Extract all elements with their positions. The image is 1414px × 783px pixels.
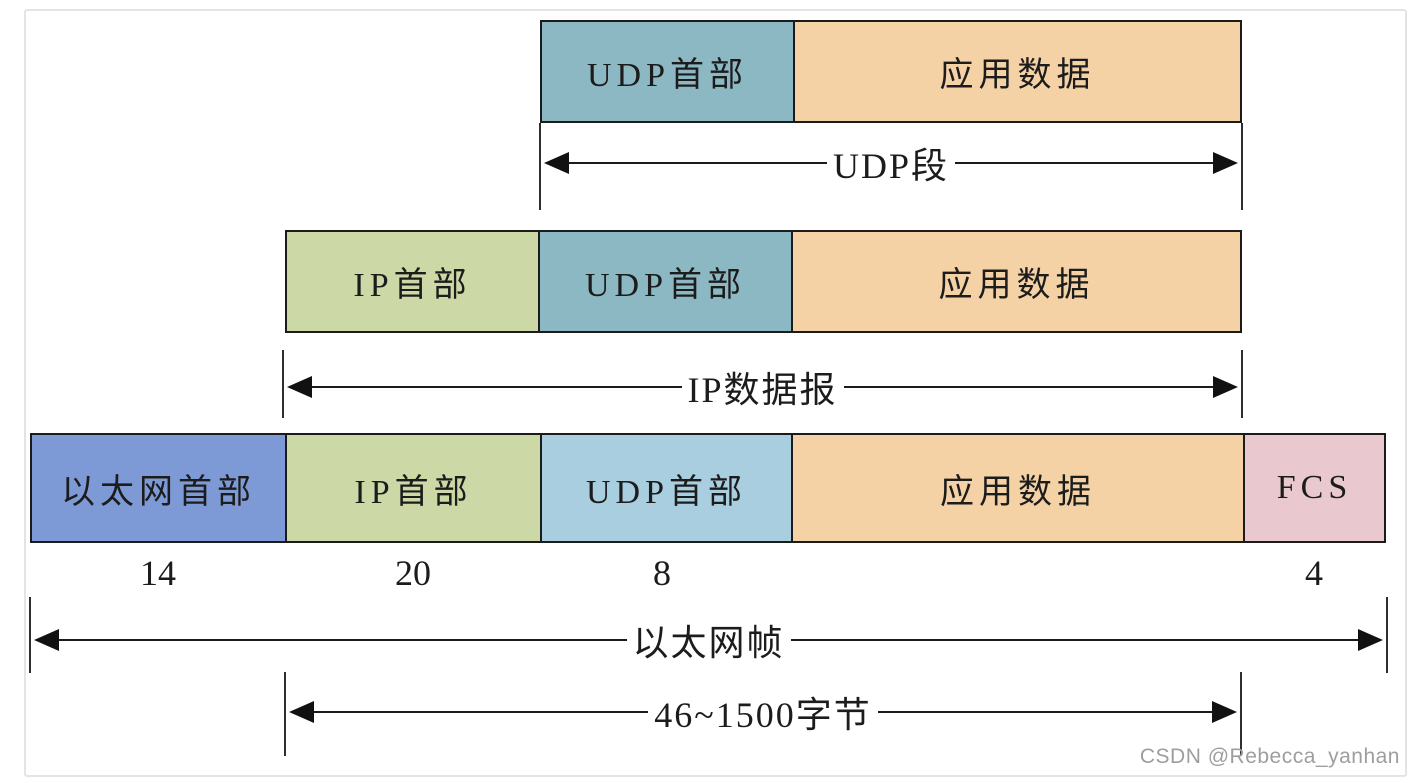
span-tick-right (1241, 123, 1243, 210)
udp-header-label: UDP首部 (584, 267, 747, 304)
ip-datagram-span-label: IP数据报 (687, 370, 838, 410)
app-data-label: 应用数据 (940, 473, 1096, 511)
ip-datagram-span: IP数据报 (282, 350, 1243, 418)
span-tick-left (284, 672, 286, 756)
udp-segment-arrow: UDP段 (544, 137, 1238, 189)
arrow-right-icon (1213, 152, 1238, 174)
ip-header-size: 20 (395, 553, 431, 593)
span-tick-left (29, 597, 31, 673)
ip-header-label: IP首部 (353, 267, 472, 304)
udp-segment-span: UDP段 (539, 123, 1243, 210)
ip-datagram-arrow: IP数据报 (287, 361, 1239, 413)
csdn-watermark: CSDN @Rebecca_yanhan (1139, 745, 1400, 768)
udp-segment-span-label: UDP段 (832, 146, 950, 186)
app-data-label: 应用数据 (939, 57, 1096, 94)
app-data-label: 应用数据 (938, 267, 1095, 304)
app-data-box: 应用数据 (791, 232, 1240, 331)
ethernet-header-size: 14 (140, 553, 176, 593)
fcs-size: 4 (1305, 553, 1323, 593)
udp-segment-row: UDP首部 应用数据 (540, 20, 1242, 123)
arrow-right-icon (1213, 376, 1239, 398)
span-tick-right (1240, 672, 1242, 756)
span-tick-left (282, 350, 284, 418)
span-tick-right (1241, 350, 1243, 418)
udp-header-label: UDP首部 (586, 57, 749, 94)
arrow-line (314, 711, 649, 713)
ethernet-payload-arrow: 46~1500字节 (289, 686, 1238, 738)
arrow-left-icon (34, 629, 59, 651)
arrow-line (569, 162, 827, 164)
udp-header-label: UDP首部 (585, 473, 748, 511)
ip-header-box: IP首部 (285, 435, 540, 541)
app-data-box: 应用数据 (791, 435, 1243, 541)
fcs-box: FCS (1243, 435, 1384, 541)
arrow-line (312, 386, 682, 388)
ip-header-box: IP首部 (287, 232, 538, 331)
fcs-label: FCS (1276, 469, 1353, 506)
ethernet-payload-span-label: 46~1500字节 (654, 695, 872, 735)
udp-header-box: UDP首部 (540, 435, 791, 541)
arrow-left-icon (544, 152, 569, 174)
ethernet-header-box: 以太网首部 (32, 435, 285, 541)
udp-header-size: 8 (653, 553, 671, 593)
arrow-right-icon (1212, 701, 1238, 723)
ip-datagram-row: IP首部 UDP首部 应用数据 (285, 230, 1242, 333)
ethernet-header-label: 以太网首部 (61, 473, 256, 511)
ethernet-frame-span: 以太网帧 (29, 597, 1388, 673)
udp-header-box: UDP首部 (542, 22, 793, 121)
arrow-line (59, 639, 627, 641)
arrow-line (790, 639, 1359, 641)
arrow-line (955, 162, 1213, 164)
app-data-box: 应用数据 (793, 22, 1240, 121)
arrow-line (877, 711, 1213, 713)
udp-header-box: UDP首部 (538, 232, 791, 331)
span-tick-right (1386, 597, 1388, 673)
arrow-right-icon (1358, 629, 1384, 651)
arrow-left-icon (287, 376, 312, 398)
arrow-left-icon (289, 701, 314, 723)
ethernet-frame-arrow: 以太网帧 (34, 614, 1384, 666)
ip-header-label: IP首部 (354, 473, 473, 511)
ethernet-frame-row: 以太网首部 IP首部 UDP首部 应用数据 FCS (30, 433, 1386, 543)
arrow-line (843, 386, 1214, 388)
ethernet-payload-span: 46~1500字节 (284, 672, 1242, 756)
ethernet-frame-span-label: 以太网帧 (632, 623, 785, 663)
span-tick-left (539, 123, 541, 210)
